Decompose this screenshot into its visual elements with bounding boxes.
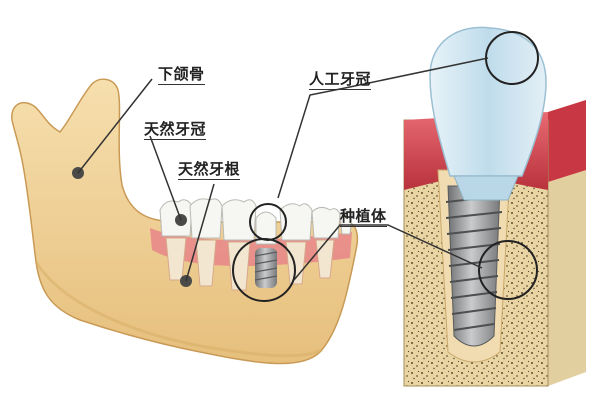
leader-implant bbox=[293, 224, 483, 281]
label-implant: 种植体 bbox=[340, 207, 387, 227]
leader-natural-crown bbox=[149, 135, 182, 221]
natural-roots bbox=[165, 237, 335, 291]
leader-mandible bbox=[77, 78, 153, 174]
magnifier-circle-implant bbox=[232, 238, 296, 302]
leader-lines bbox=[77, 57, 489, 282]
implant-screw bbox=[445, 185, 503, 347]
label-natural-root: 天然牙根 bbox=[178, 160, 241, 180]
label-mandible: 下颌骨 bbox=[158, 65, 205, 85]
leader-artificial-crown bbox=[277, 57, 489, 199]
label-natural-crown: 天然牙冠 bbox=[144, 120, 207, 140]
leader-natural-root bbox=[185, 183, 215, 282]
mandible-bone bbox=[11, 78, 359, 365]
magnifier-circle-implant-large bbox=[478, 240, 538, 300]
label-artificial-crown: 人工牙冠 bbox=[309, 70, 372, 90]
mandible-implant bbox=[254, 211, 278, 288]
